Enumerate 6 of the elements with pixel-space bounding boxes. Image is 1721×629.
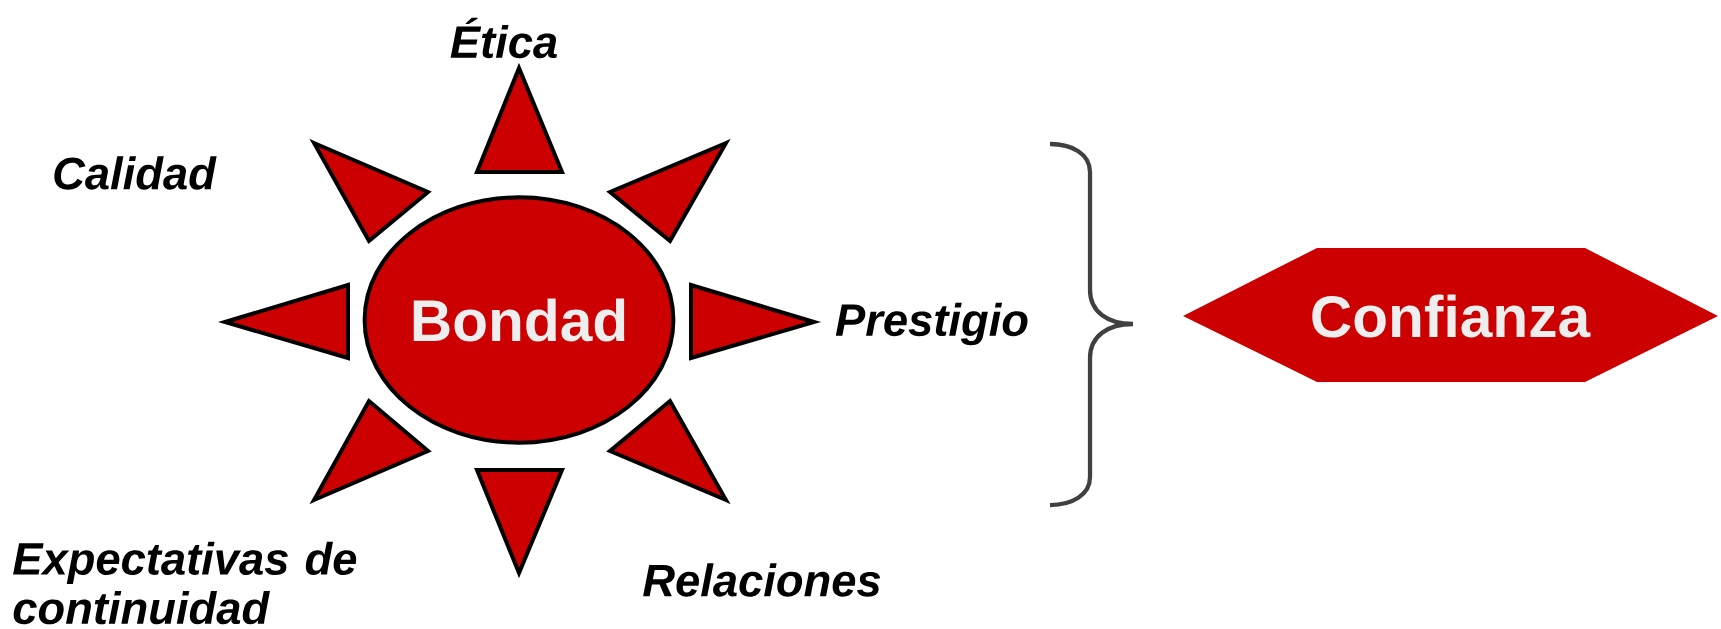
label: Prestigio (835, 302, 1028, 346)
label: Relaciones (643, 563, 881, 597)
label: Ética (450, 17, 557, 59)
label: Expectativas de continuidad (13, 541, 357, 625)
label: Calidad (54, 156, 217, 190)
hexagon: Confianza (1183, 248, 1718, 382)
